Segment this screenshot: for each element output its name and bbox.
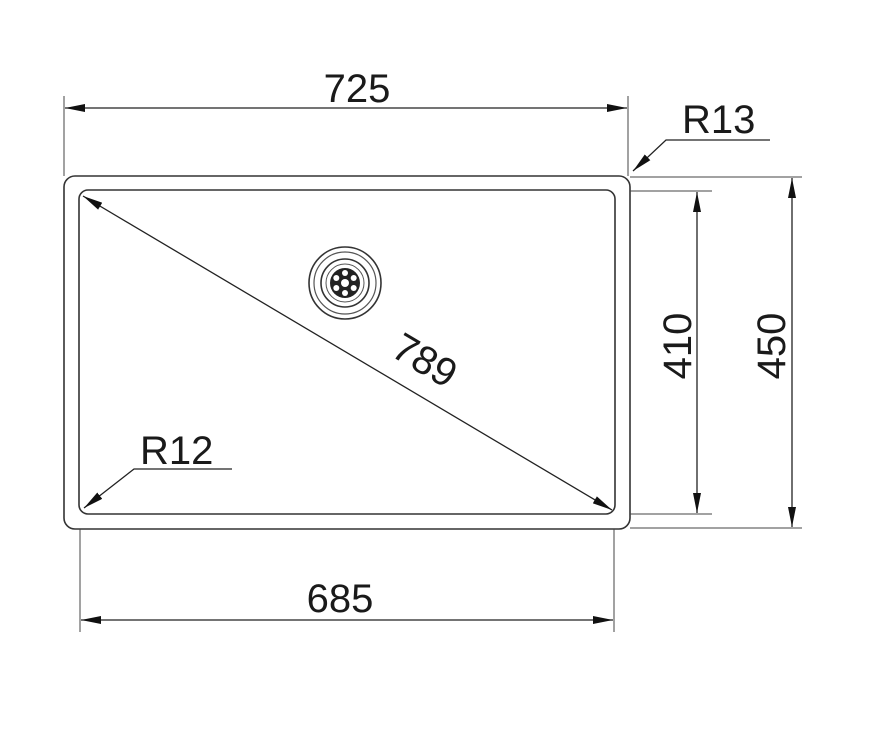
diagonal-label: 789 <box>385 325 465 397</box>
outer-width-dimension: 725 <box>63 67 629 176</box>
outer-radius-callout: R13 <box>632 98 770 172</box>
inner-height-dimension: 410 <box>630 190 712 515</box>
outer-width-label: 725 <box>324 67 391 111</box>
inner-radius-label: R12 <box>140 429 213 473</box>
outer-height-dimension: 450 <box>630 176 802 529</box>
outer-radius-label: R13 <box>682 98 755 142</box>
inner-radius-callout: R12 <box>83 429 232 509</box>
outer-height-label: 450 <box>750 313 794 380</box>
inner-width-dimension: 685 <box>79 529 615 632</box>
drain-icon <box>308 246 382 320</box>
inner-height-label: 410 <box>656 313 700 380</box>
sink-outer-outline <box>63 175 631 530</box>
sink-inner-outline <box>78 189 616 515</box>
inner-width-label: 685 <box>307 577 374 621</box>
